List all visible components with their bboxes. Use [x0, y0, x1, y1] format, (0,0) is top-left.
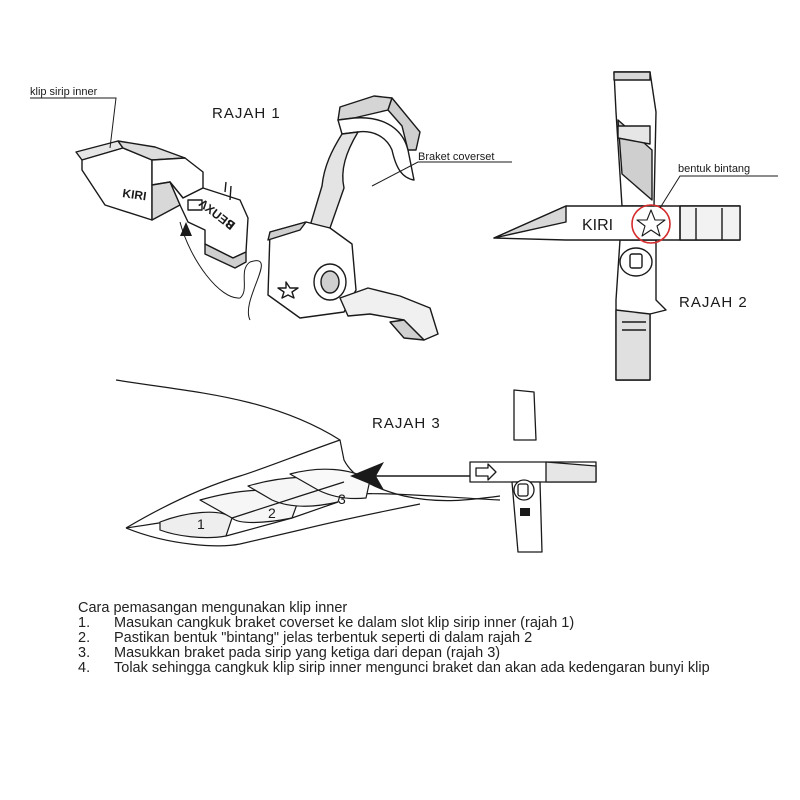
step-text: Masukan cangkuk braket coverset ke dalam…: [114, 615, 575, 631]
rajah-3-labels: RAJAH 3 1 2 3: [197, 415, 441, 532]
label-bentuk-bintang: bentuk bintang: [678, 163, 750, 175]
instructions-list: 1. Masukan cangkuk braket coverset ke da…: [78, 616, 778, 676]
rajah-1-labels: RAJAH 1 klip sirip inner Braket coverset: [30, 86, 512, 187]
rajah-2-title: RAJAH 2: [679, 294, 748, 311]
fin-number-2: 2: [268, 505, 276, 521]
step-number: 2.: [78, 630, 91, 646]
label-braket-coverset: Braket coverset: [418, 151, 494, 163]
step-number: 3.: [78, 645, 91, 661]
step-text: Masukkan braket pada sirip yang ketiga d…: [114, 645, 501, 661]
leader-braket-coverset: [371, 161, 512, 187]
rajah-3-figure: [115, 379, 597, 553]
leader-bentuk-bintang: [659, 175, 778, 209]
inner-fin-clip-part: [75, 140, 249, 269]
step-number: 1.: [78, 615, 91, 631]
fin-number-3: 3: [338, 491, 346, 507]
rajah-2-figure: [493, 71, 741, 381]
step-text: Pastikan bentuk "bintang" jelas terbentu…: [114, 630, 533, 646]
leader-klip-sirip-inner: [30, 97, 117, 149]
rajah-1-title: RAJAH 1: [212, 105, 281, 122]
instructions-intro: Cara pemasangan mengunakan klip inner: [78, 600, 348, 616]
coverset-bracket-part: [267, 95, 439, 341]
label-klip-sirip-inner: klip sirip inner: [30, 86, 98, 98]
rajah-3-clip-assembly: [469, 389, 597, 553]
instruction-step: 2. Pastikan bentuk "bintang" jelas terbe…: [78, 631, 778, 646]
step-number: 4.: [78, 660, 91, 676]
instruction-step: 3. Masukkan braket pada sirip yang ketig…: [78, 646, 778, 661]
fin-strips: [159, 468, 371, 539]
instruction-step: 4. Tolak sehingga cangkuk klip sirip inn…: [78, 661, 778, 676]
clip-text-kiri: KIRI: [122, 186, 148, 203]
rajah-2-clip-text: KIRI: [582, 217, 613, 234]
instruction-step: 1. Masukan cangkuk braket coverset ke da…: [78, 616, 778, 631]
fin-number-1: 1: [197, 516, 205, 532]
instructions-block: Cara pemasangan mengunakan klip inner 1.…: [78, 601, 778, 676]
rajah-2-labels: RAJAH 2 bentuk bintang: [659, 163, 778, 311]
step-text: Tolak sehingga cangkuk klip sirip inner …: [114, 660, 710, 676]
rajah-1-figure: KIRI ɅXUƎꓭ: [75, 95, 439, 341]
rajah-3-title: RAJAH 3: [372, 415, 441, 432]
